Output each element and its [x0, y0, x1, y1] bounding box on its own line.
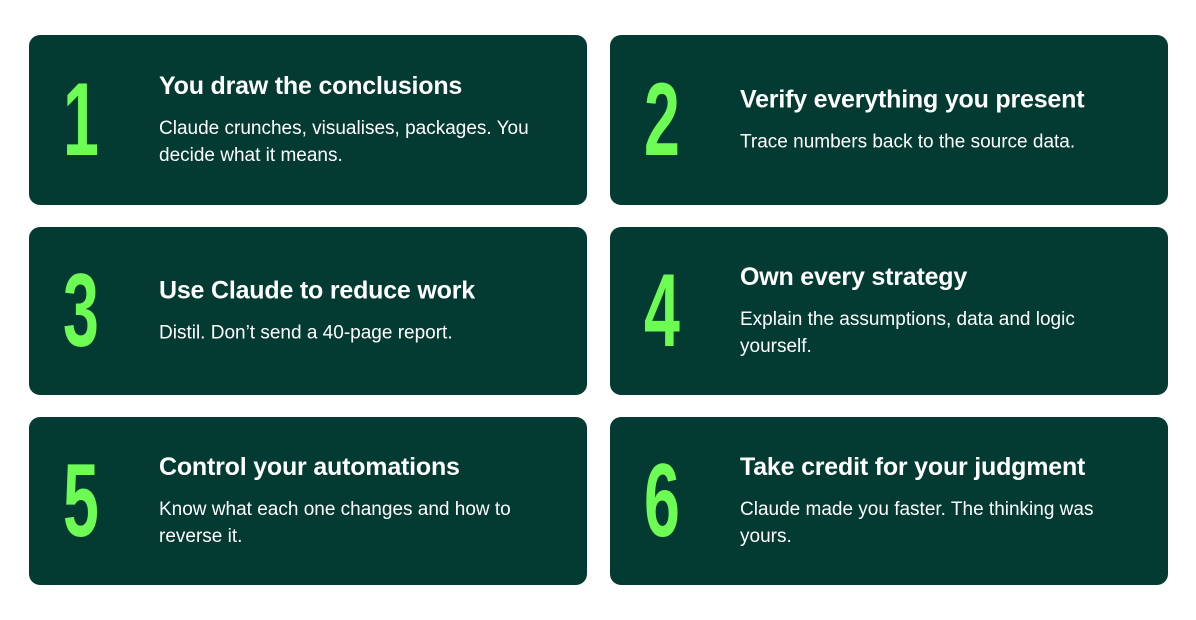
- principle-description: Know what each one changes and how to re…: [159, 499, 511, 547]
- principle-number: 5: [63, 443, 99, 559]
- principle-title: Control your automations: [159, 453, 460, 481]
- principle-text: Own every strategy Explain the assumptio…: [740, 262, 1144, 360]
- principle-card-5: 5 Control your automations Know what eac…: [29, 417, 587, 585]
- principle-title: Take credit for your judgment: [740, 453, 1086, 481]
- principle-description: Claude made you faster. The thinking was…: [740, 499, 1094, 547]
- principle-card-1: 1 You draw the conclusions Claude crunch…: [29, 35, 587, 205]
- principle-number: 4: [644, 253, 680, 369]
- principle-description: Distil. Don’t send a 40-page report.: [159, 322, 453, 344]
- principle-text: Use Claude to reduce work Distil. Don’t …: [159, 276, 563, 347]
- principle-description: Claude crunches, visualises, packages. Y…: [159, 118, 529, 166]
- principle-number: 6: [644, 443, 680, 559]
- principle-card-2: 2 Verify everything you present Trace nu…: [610, 35, 1168, 205]
- principle-text: Verify everything you present Trace numb…: [740, 85, 1144, 156]
- principle-text: Take credit for your judgment Claude mad…: [740, 452, 1144, 550]
- principle-text: You draw the conclusions Claude crunches…: [159, 71, 563, 169]
- principle-number: 2: [644, 62, 680, 178]
- principle-description: Trace numbers back to the source data.: [740, 131, 1076, 153]
- principle-card-3: 3 Use Claude to reduce work Distil. Don’…: [29, 227, 587, 395]
- principle-title: You draw the conclusions: [159, 72, 463, 100]
- principle-number: 3: [63, 253, 99, 369]
- principle-title: Verify everything you present: [740, 85, 1085, 114]
- principles-grid: 1 You draw the conclusions Claude crunch…: [29, 35, 1168, 585]
- principle-title: Own every strategy: [740, 263, 968, 291]
- principle-number: 1: [63, 62, 99, 178]
- principle-title: Use Claude to reduce work: [159, 276, 475, 305]
- principle-description: Explain the assumptions, data and logic …: [740, 309, 1075, 357]
- principle-card-4: 4 Own every strategy Explain the assumpt…: [610, 227, 1168, 395]
- principle-text: Control your automations Know what each …: [159, 452, 563, 550]
- principle-card-6: 6 Take credit for your judgment Claude m…: [610, 417, 1168, 585]
